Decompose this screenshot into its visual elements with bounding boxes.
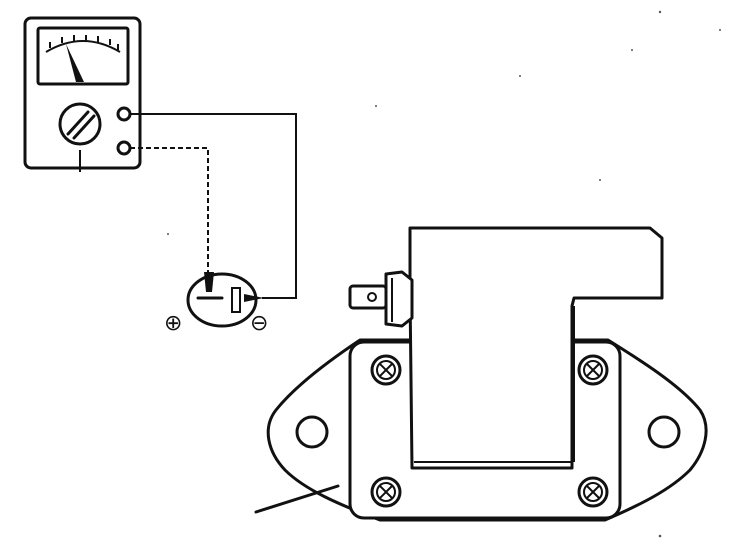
lead-negative [130, 147, 209, 276]
ignition-coil-assembly [254, 226, 708, 522]
meter-terminal-bottom [116, 140, 132, 156]
negative-symbol: ⊖ [250, 311, 268, 336]
meter-scale-ticks [49, 35, 119, 50]
meter-display [36, 26, 130, 86]
multimeter [23, 16, 142, 172]
meter-needle [66, 44, 84, 82]
positive-symbol: ⊕ [164, 311, 182, 336]
screw-bottom-right [577, 476, 609, 508]
terminal-blade [231, 287, 241, 313]
mounting-hole-right [647, 415, 681, 449]
screw-top-left [370, 354, 402, 386]
coil-terminal-detail: ⊕ ⊖ [164, 272, 268, 336]
callout-leader-line [254, 484, 340, 514]
range-selector-knob [58, 102, 102, 146]
meter-terminal-top [116, 106, 132, 122]
meter-scale-arc [45, 40, 121, 53]
lead-positive [130, 113, 297, 299]
primary-terminal-connector [348, 270, 414, 328]
probe-tip-right [244, 294, 264, 302]
probe-tip-left [204, 272, 214, 292]
coil-body [408, 226, 664, 470]
screw-bottom-left [370, 476, 402, 508]
mounting-hole-left [295, 415, 329, 449]
test-leads [130, 113, 297, 299]
screw-top-right [577, 354, 609, 386]
scan-specks [167, 10, 721, 538]
